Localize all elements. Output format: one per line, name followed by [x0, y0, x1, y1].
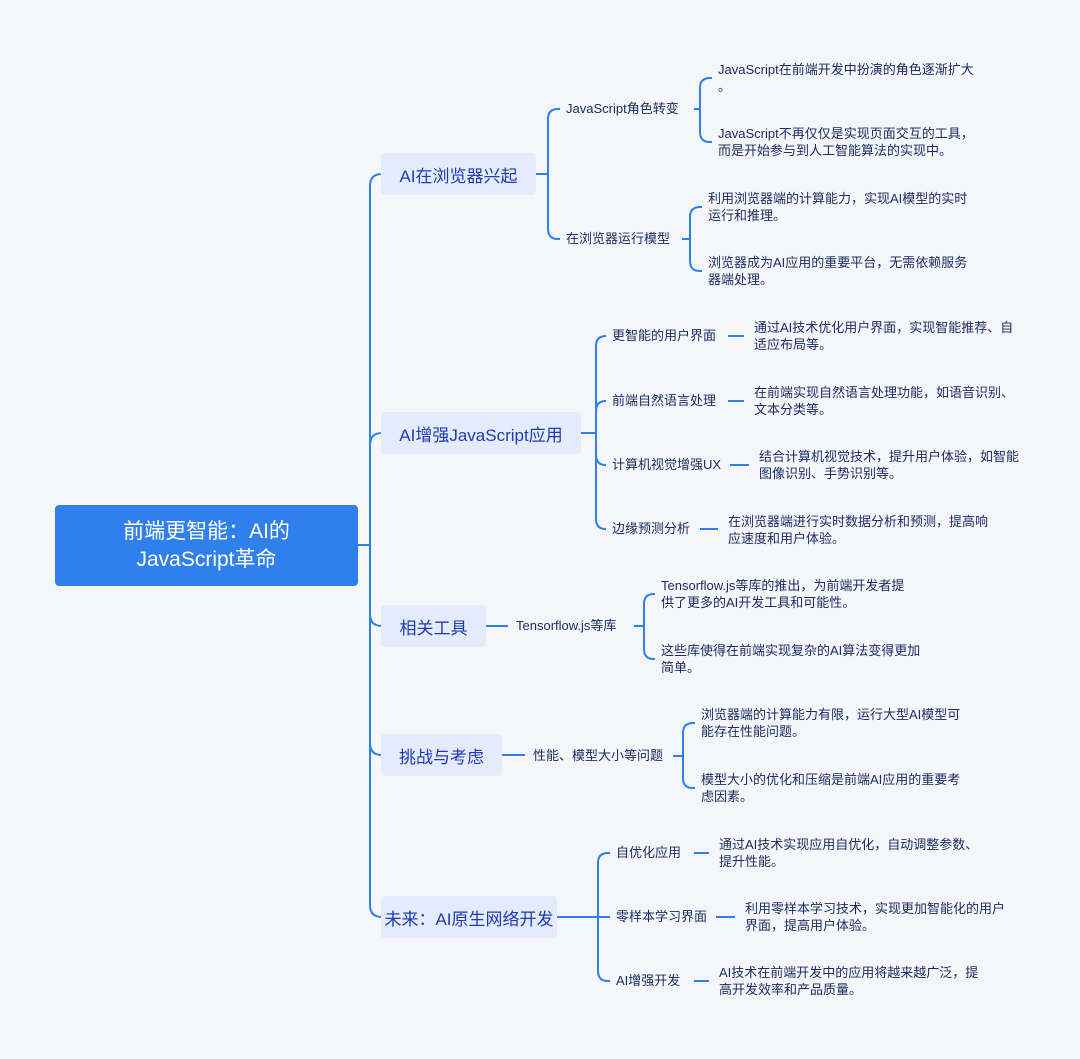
topic-node[interactable]: Tensorflow.js等库 — [516, 618, 617, 633]
connector-line — [643, 626, 655, 660]
topic-node[interactable]: 在浏览器运行模型 — [566, 231, 671, 246]
topic-node[interactable]: 前端自然语言处理 — [612, 393, 717, 408]
detail-note: 浏览器成为AI应用的重要平台，无需依赖服务 器端处理。 — [708, 255, 968, 287]
branch-node[interactable]: 挑战与考虑 — [381, 734, 502, 776]
connector-line — [369, 173, 383, 545]
connector-line — [547, 108, 560, 174]
connector-line — [595, 335, 607, 433]
detail-note: 这些库使得在前端实现复杂的AI算法变得更加 简单。 — [661, 643, 921, 675]
branch-node[interactable]: 相关工具 — [381, 605, 486, 647]
detail-note: 利用浏览器端的计算能力，实现AI模型的实时 运行和推理。 — [708, 191, 968, 223]
detail-note: 在浏览器端进行实时数据分析和预测，提高响 应速度和用户体验。 — [728, 514, 989, 546]
detail-note: 浏览器端的计算能力有限，运行大型AI模型可 能存在性能问题。 — [701, 707, 961, 739]
connector-line — [689, 239, 702, 272]
connector-line — [595, 433, 607, 466]
connector-line — [547, 174, 560, 240]
connector-line — [682, 722, 695, 756]
connector-line — [699, 77, 712, 109]
topic-node[interactable]: 自优化应用 — [616, 845, 682, 860]
connector-line — [595, 400, 607, 433]
detail-note: 结合计算机视觉技术，提升用户体验，如智能 图像识别、手势识别等。 — [759, 449, 1020, 481]
detail-note: 利用零样本学习技术，实现更加智能化的用户 界面，提高用户体验。 — [745, 901, 1006, 933]
topic-node[interactable]: AI增强开发 — [616, 973, 681, 988]
root-node[interactable]: 前端更智能：AI的 JavaScript革命 — [55, 505, 358, 586]
topic-node[interactable]: 边缘预测分析 — [612, 521, 691, 536]
connector-line — [643, 593, 655, 626]
topic-node[interactable]: 性能、模型大小等问题 — [533, 748, 664, 763]
branch-node[interactable]: 未来：AI原生网络开发 — [381, 896, 557, 938]
detail-note: 在前端实现自然语言处理功能，如语音识别、 文本分类等。 — [754, 385, 1015, 417]
detail-note: 通过AI技术实现应用自优化，自动调整参数、 提升性能。 — [719, 837, 979, 869]
connector-line — [699, 109, 712, 143]
detail-note: JavaScript不再仅仅是实现页面交互的工具， 而是开始参与到人工智能算法的… — [718, 126, 974, 158]
topic-node[interactable]: 更智能的用户界面 — [612, 328, 717, 343]
connector-line — [597, 917, 610, 982]
connector-line — [595, 433, 607, 530]
branch-node[interactable]: AI增强JavaScript应用 — [381, 412, 581, 454]
topic-node[interactable]: 零样本学习界面 — [616, 909, 708, 924]
connector-line — [597, 852, 610, 917]
topic-node[interactable]: JavaScript角色转变 — [566, 101, 679, 116]
detail-note: JavaScript在前端开发中扮演的角色逐渐扩大 。 — [718, 62, 974, 94]
detail-note: Tensorflow.js等库的推出，为前端开发者提 供了更多的AI开发工具和可… — [661, 578, 905, 610]
connector-line — [369, 545, 383, 756]
connector-line — [369, 545, 383, 918]
topic-node[interactable]: 计算机视觉增强UX — [612, 457, 722, 472]
branch-node[interactable]: AI在浏览器兴起 — [381, 153, 536, 195]
detail-note: AI技术在前端开发中的应用将越来越广泛，提 高开发效率和产品质量。 — [719, 965, 979, 997]
detail-note: 模型大小的优化和压缩是前端AI应用的重要考 虑因素。 — [701, 772, 961, 804]
detail-note: 通过AI技术优化用户界面，实现智能推荐、自 适应布局等。 — [754, 320, 1014, 352]
connector-line — [689, 206, 702, 239]
connector-line — [682, 756, 695, 789]
